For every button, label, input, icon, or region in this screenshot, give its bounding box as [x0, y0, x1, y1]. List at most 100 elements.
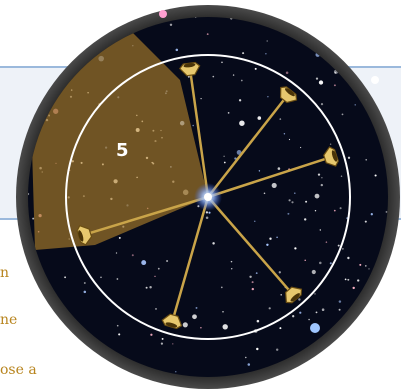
- star: [289, 139, 290, 140]
- star: [82, 350, 83, 351]
- star: [269, 307, 271, 309]
- star: [207, 33, 209, 35]
- star: [354, 36, 356, 38]
- star: [385, 30, 387, 32]
- star: [117, 325, 119, 327]
- star: [57, 52, 59, 54]
- star: [371, 213, 373, 215]
- star: [326, 241, 328, 243]
- star: [206, 211, 208, 213]
- star: [347, 279, 349, 281]
- star: [146, 287, 148, 289]
- star: [206, 216, 209, 219]
- star: [343, 57, 345, 59]
- star: [67, 347, 69, 349]
- star: [84, 291, 87, 294]
- star: [316, 77, 318, 79]
- star: [321, 103, 323, 105]
- star: [269, 238, 271, 240]
- star: [267, 40, 268, 41]
- star: [208, 212, 210, 214]
- star: [149, 286, 151, 288]
- star: [51, 319, 53, 321]
- star: [239, 120, 245, 126]
- star: [368, 268, 369, 269]
- star: [100, 28, 102, 30]
- star: [370, 328, 372, 330]
- star: [280, 294, 282, 296]
- star: [276, 236, 278, 238]
- star: [255, 68, 257, 70]
- sector-number-label: 5: [116, 140, 129, 161]
- star: [276, 349, 278, 351]
- star: [132, 254, 134, 256]
- star: [289, 199, 291, 201]
- star: [34, 97, 37, 100]
- star: [57, 350, 59, 352]
- star: [323, 361, 324, 362]
- star: [241, 80, 243, 82]
- star: [83, 35, 85, 37]
- star: [79, 343, 81, 345]
- star: [231, 261, 233, 263]
- star: [348, 157, 350, 159]
- star: [278, 167, 281, 170]
- star: [322, 308, 325, 311]
- star: [258, 116, 262, 120]
- star: [176, 49, 179, 52]
- star: [334, 210, 336, 212]
- star: [28, 317, 29, 318]
- star: [375, 174, 377, 176]
- star: [31, 106, 32, 107]
- star: [330, 262, 332, 264]
- star: [27, 348, 29, 350]
- star: [366, 38, 367, 39]
- star: [223, 324, 228, 329]
- star: [334, 84, 336, 86]
- star: [304, 260, 305, 261]
- star: [279, 271, 281, 273]
- star: [84, 282, 86, 284]
- star: [330, 143, 331, 144]
- star: [342, 248, 344, 250]
- star: [355, 104, 356, 105]
- star: [256, 272, 258, 274]
- star: [166, 260, 168, 262]
- star: [380, 57, 382, 59]
- star: [379, 320, 382, 323]
- star: [314, 293, 315, 294]
- star: [286, 71, 289, 74]
- star: [212, 242, 214, 244]
- star: [315, 194, 320, 199]
- star: [94, 365, 96, 367]
- star: [170, 24, 172, 26]
- star: [299, 312, 301, 314]
- star: [175, 371, 176, 372]
- star: [371, 42, 372, 43]
- star: [267, 96, 268, 97]
- star: [386, 211, 388, 213]
- star: [291, 201, 293, 203]
- star: [294, 192, 296, 194]
- star: [231, 268, 232, 269]
- star: [223, 156, 224, 157]
- star: [318, 173, 320, 175]
- star: [30, 95, 32, 97]
- star: [172, 343, 173, 344]
- star: [155, 308, 157, 310]
- star: [224, 162, 226, 164]
- hub: [204, 193, 212, 201]
- star: [320, 229, 321, 230]
- star: [369, 30, 371, 32]
- star: [259, 170, 260, 171]
- star: [222, 311, 224, 313]
- star: [365, 221, 367, 223]
- star: [298, 298, 300, 300]
- star: [294, 247, 296, 249]
- star: [116, 252, 117, 253]
- star: [347, 257, 349, 259]
- star: [338, 245, 340, 247]
- star: [287, 213, 289, 215]
- star: [321, 184, 323, 186]
